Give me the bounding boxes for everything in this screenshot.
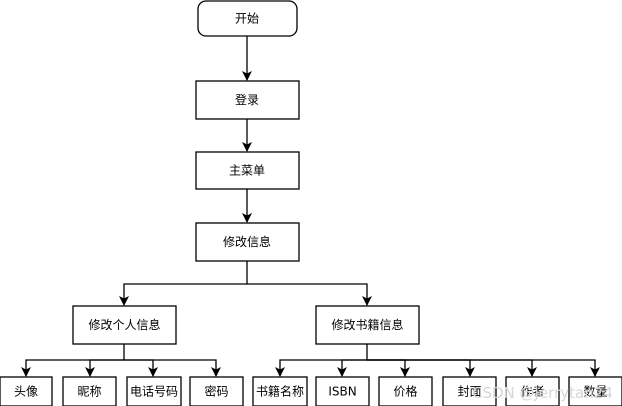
node-avatar-label: 头像 <box>14 385 38 399</box>
node-start: 开始 <box>197 0 298 37</box>
node-phone: 电话号码 <box>126 376 182 406</box>
node-phone-label: 电话号码 <box>130 385 178 399</box>
node-price: 价格 <box>378 376 433 406</box>
arrow-to-nickname <box>85 359 124 377</box>
node-book-name-label: 书籍名称 <box>256 384 304 399</box>
node-edit-info: 修改信息 <box>195 222 300 262</box>
node-edit-book-label: 修改书籍信息 <box>331 317 403 332</box>
node-edit-info-label: 修改信息 <box>223 234 271 249</box>
node-start-label: 开始 <box>235 12 259 26</box>
connectors <box>21 36 600 377</box>
node-price-label: 价格 <box>393 384 417 399</box>
node-nickname-label: 昵称 <box>77 385 101 399</box>
node-main-menu: 主菜单 <box>195 151 300 190</box>
node-quantity: 数量 <box>568 376 622 406</box>
node-login-label: 登录 <box>235 92 259 107</box>
node-author-label: 作者 <box>520 385 544 399</box>
arrow-to-price <box>367 359 410 377</box>
node-quantity-label: 数量 <box>583 384 607 399</box>
node-cover-label: 封面 <box>457 385 481 399</box>
arrow-to-author <box>367 359 537 377</box>
arrow-edit-to-book <box>247 283 372 306</box>
node-edit-personal: 修改个人信息 <box>72 305 177 345</box>
node-nickname: 昵称 <box>62 376 117 406</box>
arrow-to-isbn <box>337 359 367 377</box>
arrow-to-avatar <box>21 344 125 377</box>
arrow-to-phone <box>124 359 158 377</box>
watermark: CSDN @Jerrytan24 <box>472 384 613 402</box>
node-edit-book: 修改书籍信息 <box>315 305 420 345</box>
node-author: 作者 <box>505 376 560 406</box>
node-isbn: ISBN <box>315 376 370 406</box>
node-password-label: 密码 <box>204 384 228 399</box>
arrow-to-password <box>124 359 221 377</box>
node-edit-personal-label: 修改个人信息 <box>88 317 160 332</box>
arrow-to-cover <box>367 359 475 377</box>
node-cover: 封面 <box>442 376 497 406</box>
node-main-menu-label: 主菜单 <box>229 164 265 178</box>
node-password: 密码 <box>189 376 244 406</box>
arrow-edit-to-personal <box>119 261 248 306</box>
arrow-to-book-name <box>275 344 368 377</box>
node-login: 登录 <box>195 80 300 120</box>
node-book-name: 书籍名称 <box>252 376 308 406</box>
node-isbn-label: ISBN <box>328 385 356 399</box>
node-avatar: 头像 <box>0 376 53 406</box>
arrow-to-quantity <box>367 359 600 377</box>
